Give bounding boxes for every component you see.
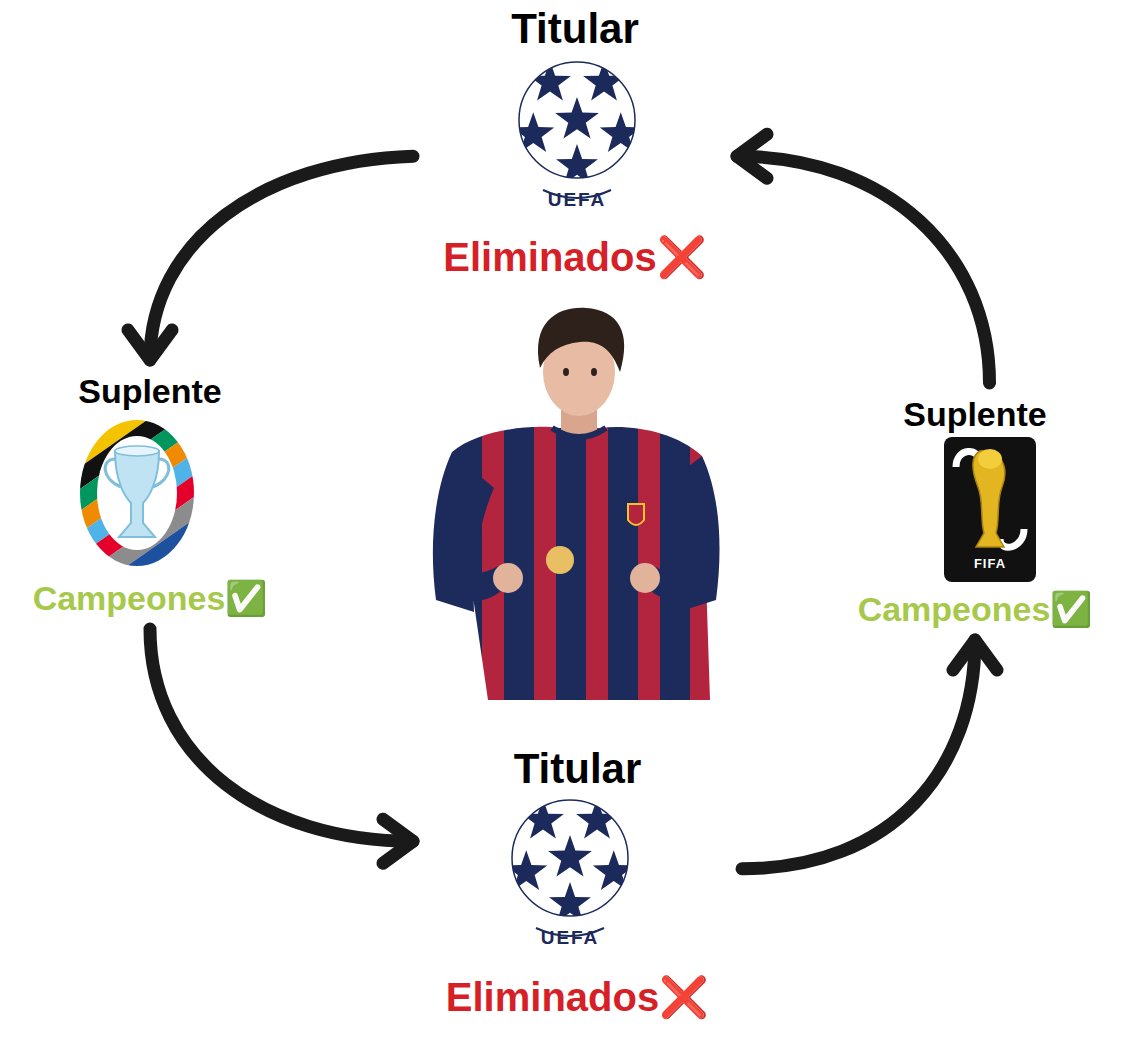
logo-wordmark: UEFA	[541, 928, 600, 947]
euro-trophy-logo	[0, 340, 290, 646]
arrow-curve	[150, 156, 413, 360]
role-label: Suplente	[903, 395, 1047, 433]
champions-league-logo	[510, 56, 644, 198]
result-label: Eliminados❌	[446, 975, 709, 1020]
role-label: Titular	[511, 5, 639, 52]
arrow-head	[128, 330, 172, 360]
cycle-arrow	[742, 640, 997, 869]
cycle-arrow	[150, 629, 413, 863]
result-label: Campeones✅	[858, 590, 1093, 628]
arrow-head	[383, 819, 413, 863]
cycle-step: TitularEliminados❌	[425, 5, 725, 280]
world-cup-logo	[944, 437, 1036, 582]
logo-wordmark: UEFA	[548, 190, 607, 209]
arrow-head	[953, 640, 997, 670]
arrow-curve	[150, 629, 413, 841]
player-figure	[433, 308, 720, 700]
arrow-curve	[737, 156, 990, 383]
champions-league-logo	[503, 794, 637, 936]
arrow-curve	[742, 640, 975, 869]
cycle-step: SuplenteCampeones✅	[5, 372, 295, 617]
logo-wordmark: FIFA	[974, 557, 1006, 570]
cycle-arrow	[128, 156, 413, 360]
cycle-arrow	[737, 134, 990, 383]
cycle-step: TitularEliminados❌	[425, 745, 730, 1020]
arrow-head	[737, 134, 767, 178]
role-label: Suplente	[78, 372, 222, 410]
cycle-step: SuplenteCampeones✅	[830, 395, 1120, 628]
role-label: Titular	[514, 745, 642, 792]
result-label: Eliminados❌	[443, 235, 706, 280]
result-label: Campeones✅	[33, 579, 268, 617]
